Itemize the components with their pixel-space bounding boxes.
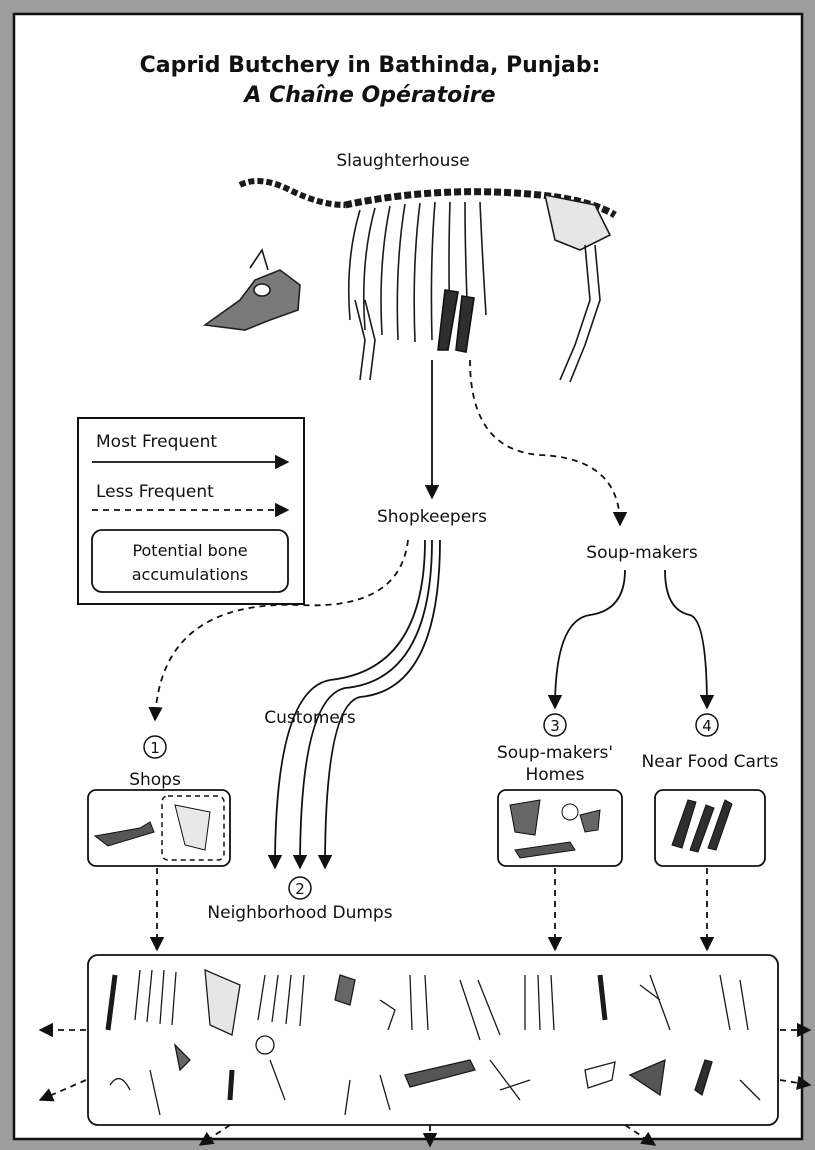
shops-label: Shops bbox=[129, 770, 181, 790]
diagram-title-line1: Caprid Butchery in Bathinda, Punjab: bbox=[140, 53, 601, 78]
customers-label: Customers bbox=[264, 708, 356, 728]
soup-homes-label-line2: Homes bbox=[525, 765, 584, 785]
marker-number-2: 2 bbox=[295, 880, 305, 898]
shops-accumulation-box bbox=[88, 790, 230, 866]
soup-homes-label-line1: Soup-makers' bbox=[497, 743, 613, 763]
shopkeepers-label: Shopkeepers bbox=[377, 507, 487, 527]
marker-number-4: 4 bbox=[702, 717, 712, 735]
legend-less-frequent-label: Less Frequent bbox=[96, 482, 214, 502]
soup-homes-accumulation-box bbox=[498, 790, 622, 866]
food-carts-accumulation-box bbox=[655, 790, 765, 866]
dumps-label: Neighborhood Dumps bbox=[207, 903, 392, 923]
slaughterhouse-label: Slaughterhouse bbox=[336, 151, 469, 171]
marker-number-1: 1 bbox=[150, 739, 160, 757]
marker-number-3: 3 bbox=[550, 717, 560, 735]
legend-box: Most Frequent Less Frequent Potential bo… bbox=[78, 418, 304, 604]
diagram-title-line2: A Chaîne Opératoire bbox=[242, 83, 495, 108]
legend-potential-line1: Potential bone bbox=[132, 541, 247, 560]
legend-potential-line2: accumulations bbox=[132, 565, 249, 584]
legend-most-frequent-label: Most Frequent bbox=[96, 432, 217, 452]
soup-makers-label: Soup-makers bbox=[586, 543, 698, 563]
food-carts-label: Near Food Carts bbox=[642, 752, 779, 772]
dumps-accumulation-box bbox=[88, 955, 778, 1125]
